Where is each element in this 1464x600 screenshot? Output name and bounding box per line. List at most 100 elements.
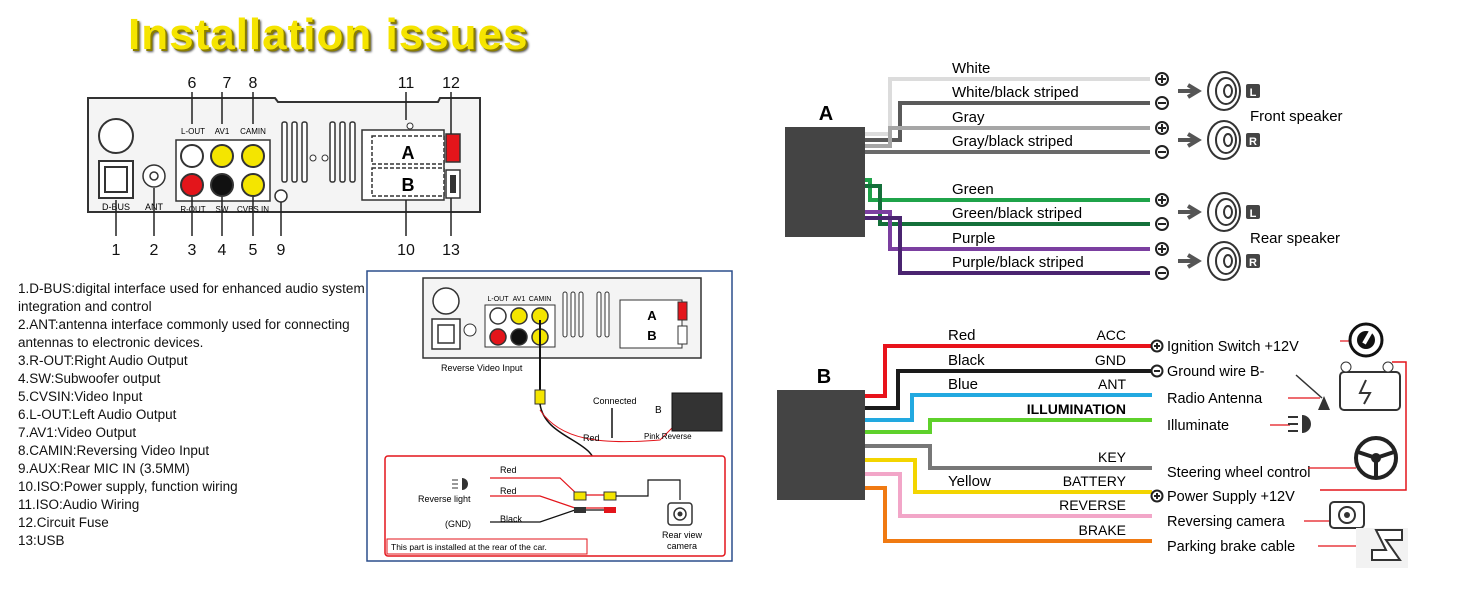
reverse-light-icon	[452, 478, 468, 490]
wire-b-func-label-8: BRAKE	[1079, 522, 1126, 538]
port-legend: 1.D-BUS:digital interface used for enhan…	[18, 280, 398, 550]
wire-b-func-label-1: ACC	[1096, 327, 1126, 343]
arrow-icon	[1178, 83, 1202, 99]
rear-view-camera-label-2: camera	[667, 541, 697, 551]
callout-13: 13	[442, 242, 460, 259]
mini-av1-label: AV1	[513, 296, 526, 303]
av1-jack	[210, 144, 234, 168]
wire-a-6	[865, 184, 1150, 226]
b-connector-icon	[671, 392, 723, 432]
callout-numbers: 1 2 3 4 5 6 7 8 9 10 11 12 13	[112, 75, 460, 259]
l-out-jack	[180, 144, 204, 168]
wire-b-color-label-6: Yellow	[948, 473, 991, 490]
red-label-top: Red	[583, 433, 600, 443]
speaker-badge: R	[1249, 136, 1257, 148]
callout-7: 7	[223, 75, 232, 92]
wire-a-5	[865, 178, 1150, 202]
legend-line: 4.SW:Subwoofer output	[18, 371, 161, 386]
arrow-icon	[1178, 253, 1202, 269]
illuminate-icon	[1288, 415, 1311, 433]
destination-label-4: Illuminate	[1167, 418, 1229, 434]
rear-section-box	[384, 455, 726, 557]
callout-1: 1	[112, 242, 121, 259]
destination-label-1: Ignition Switch +12V	[1167, 339, 1299, 355]
legend-line: 8.CAMIN:Reversing Video Input	[18, 443, 210, 458]
steering-wheel-icon	[1354, 436, 1398, 480]
callout-3: 3	[188, 242, 197, 259]
reverse-light-label: Reverse light	[418, 494, 471, 504]
vent-slots	[281, 121, 356, 183]
wire-b-func-label-4: ILLUMINATION	[1027, 401, 1126, 417]
legend-line: 11.ISO:Audio Wiring	[18, 497, 140, 512]
harness-a-label: A	[819, 103, 833, 125]
av1-label: AV1	[215, 127, 230, 136]
mini-b-label: B	[647, 328, 656, 343]
speaker-badge: R	[1249, 257, 1257, 269]
l-out-label: L-OUT	[181, 127, 205, 136]
callout-6: 6	[188, 75, 197, 92]
callout-8: 8	[249, 75, 258, 92]
cvbsin-jack	[241, 173, 265, 197]
dbus-knob	[98, 118, 134, 154]
wire-a-label-2: White/black striped	[952, 84, 1079, 101]
wire-b-7	[865, 472, 1152, 518]
battery-icon	[1339, 361, 1401, 411]
legend-line: 12.Circuit Fuse	[18, 515, 109, 530]
rear-view-camera-icon	[667, 502, 693, 526]
wire-a-label-7: Purple	[952, 230, 995, 247]
wire-a-label-1: White	[952, 60, 990, 77]
red-label-upper: Red	[500, 465, 517, 475]
legend-line: 9.AUX:Rear MIC IN (3.5MM)	[18, 461, 190, 476]
destination-label-6: Power Supply +12V	[1167, 489, 1295, 505]
rear-speaker-label: Rear speaker	[1250, 230, 1340, 247]
fuse-icon	[445, 133, 461, 163]
page-title: Installation issues	[128, 10, 529, 59]
wire-a-1	[865, 77, 1150, 136]
wire-a-7	[865, 210, 1150, 251]
legend-line: 6.L-OUT:Left Audio Output	[18, 407, 177, 422]
harness-b-connector	[777, 390, 865, 500]
harness-a-connector	[785, 127, 865, 237]
rear-view-camera-label-1: Rear view	[662, 530, 703, 540]
iso-b-label: B	[402, 175, 415, 195]
arrow-icon	[1178, 204, 1202, 220]
mic-port	[274, 189, 288, 203]
wire-b-func-label-5: KEY	[1098, 449, 1127, 465]
mini-a-label: A	[647, 308, 657, 323]
reverse-video-input-label: Reverse Video Input	[441, 363, 523, 373]
wire-b-3	[865, 393, 1152, 422]
callout-2: 2	[150, 242, 159, 259]
legend-line: 7.AV1:Video Output	[18, 425, 137, 440]
wire-a-label-3: Gray	[952, 109, 985, 126]
r-out-jack	[180, 173, 204, 197]
badge-r-icon	[1246, 254, 1260, 268]
wire-a-8	[865, 216, 1150, 275]
badge-l-icon	[1246, 84, 1260, 98]
wire-b-1	[865, 344, 1152, 398]
wire-a-label-6: Green/black striped	[952, 205, 1082, 222]
parking-brake-icon	[1356, 528, 1408, 568]
destination-label-8: Parking brake cable	[1167, 539, 1295, 555]
callout-lines	[115, 92, 452, 236]
pink-reverse-label: Pink Reverse	[644, 432, 692, 441]
destination-label-5: Steering wheel control	[1167, 465, 1310, 481]
legend-line: 2.ANT:antenna interface commonly used fo…	[18, 317, 350, 332]
mini-camin-label: CAMIN	[529, 296, 552, 303]
callout-9: 9	[277, 242, 286, 259]
reversing-camera-icon	[1329, 501, 1365, 529]
wire-b-func-label-6: BATTERY	[1063, 473, 1127, 489]
arrow-icon	[1178, 132, 1202, 148]
legend-line: 5.CVSIN:Video Input	[18, 389, 143, 404]
wire-a-label-4: Gray/black striped	[952, 133, 1073, 150]
legend-line: integration and control	[18, 299, 152, 314]
wire-b-5	[865, 444, 1152, 470]
harness-b-label: B	[817, 366, 831, 388]
wire-b-color-label-2: Black	[948, 352, 985, 369]
wire-a-label-8: Purple/black striped	[952, 254, 1084, 271]
gnd-label: (GND)	[445, 519, 471, 529]
